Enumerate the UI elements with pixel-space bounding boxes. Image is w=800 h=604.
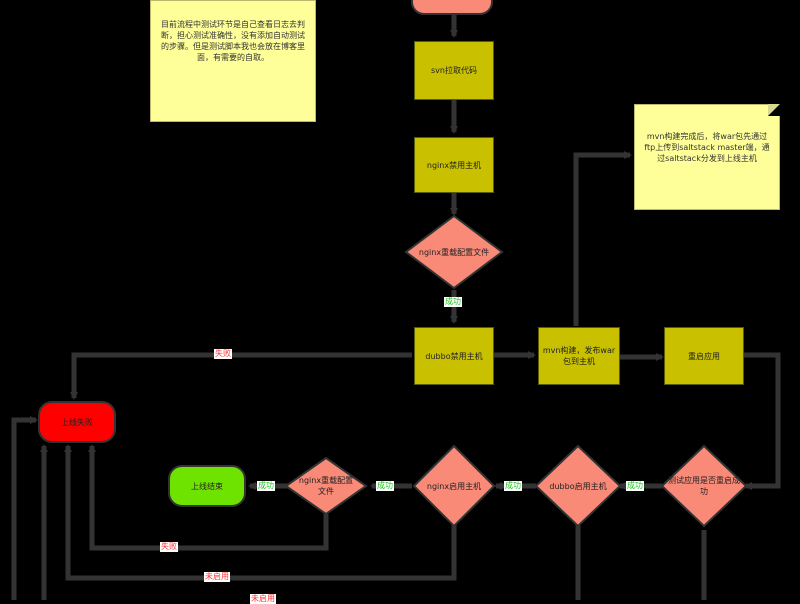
edge-label-not-enabled-nginx: 未启用	[204, 572, 230, 582]
mvn-note: mvn构建完成后，将war包先通过ftp上传到saltstack master端…	[634, 104, 780, 210]
terminal-deploy-fail: 上线失败	[38, 401, 116, 443]
edge-label-success-nginx-enable: 成功	[376, 481, 394, 491]
node-mvn-build-label: mvn构建，发布war包到主机	[542, 346, 616, 366]
top-note: 目前流程中测试环节是自己查看日志去判断，担心测试准确性，没有添加自动测试的步骤。…	[150, 0, 316, 122]
decision-test-restart	[660, 444, 748, 528]
edge-reload2-fail	[88, 444, 329, 551]
edge-mvn-note	[573, 151, 632, 326]
terminal-deploy-end: 上线结束	[168, 465, 246, 507]
edge-restart-test	[744, 352, 781, 490]
node-svn-label: svn拉取代码	[431, 66, 477, 75]
edge-label-fail-reload-bottom: 失败	[160, 542, 178, 552]
node-restart-app-label: 重启应用	[688, 351, 720, 361]
edge-label-success-reload-bottom: 成功	[257, 481, 275, 491]
decision-nginx-reload-bottom	[284, 456, 368, 516]
node-svn: svn拉取代码	[414, 41, 494, 100]
node-dubbo-disable: dubbo禁用主机	[414, 327, 494, 385]
start-terminal	[411, 0, 493, 15]
decision-nginx-reload-top	[404, 214, 504, 290]
top-note-text: 目前流程中测试环节是自己查看日志去判断，担心测试准确性，没有添加自动测试的步骤。…	[161, 20, 305, 62]
node-nginx-disable-label: nginx禁用主机	[426, 160, 482, 170]
node-dubbo-disable-label: dubbo禁用主机	[425, 351, 483, 361]
mvn-note-fold	[768, 104, 780, 116]
decision-nginx-enable	[412, 444, 496, 528]
edge-label-not-enabled-dubbo: 未启用	[250, 594, 276, 604]
edge-nginx-fail	[64, 444, 457, 581]
edge-label-success-dubbo-enable: 成功	[504, 481, 522, 491]
edge-label-fail-dubbo: 失败	[214, 349, 232, 359]
node-restart-app: 重启应用	[664, 327, 744, 385]
edge-label-success-reload: 成功	[444, 297, 462, 307]
node-mvn-build: mvn构建，发布war包到主机	[538, 327, 620, 385]
decision-dubbo-enable	[534, 444, 622, 528]
terminal-deploy-fail-label: 上线失败	[61, 417, 93, 427]
edge-left-1	[11, 416, 38, 600]
edge-dubbo-fail	[70, 352, 412, 400]
edge-label-success-test: 成功	[626, 481, 644, 491]
mvn-note-text: mvn构建完成后，将war包先通过ftp上传到saltstack master端…	[644, 132, 770, 163]
node-nginx-disable: nginx禁用主机	[414, 137, 494, 193]
terminal-deploy-end-label: 上线结束	[191, 481, 223, 491]
